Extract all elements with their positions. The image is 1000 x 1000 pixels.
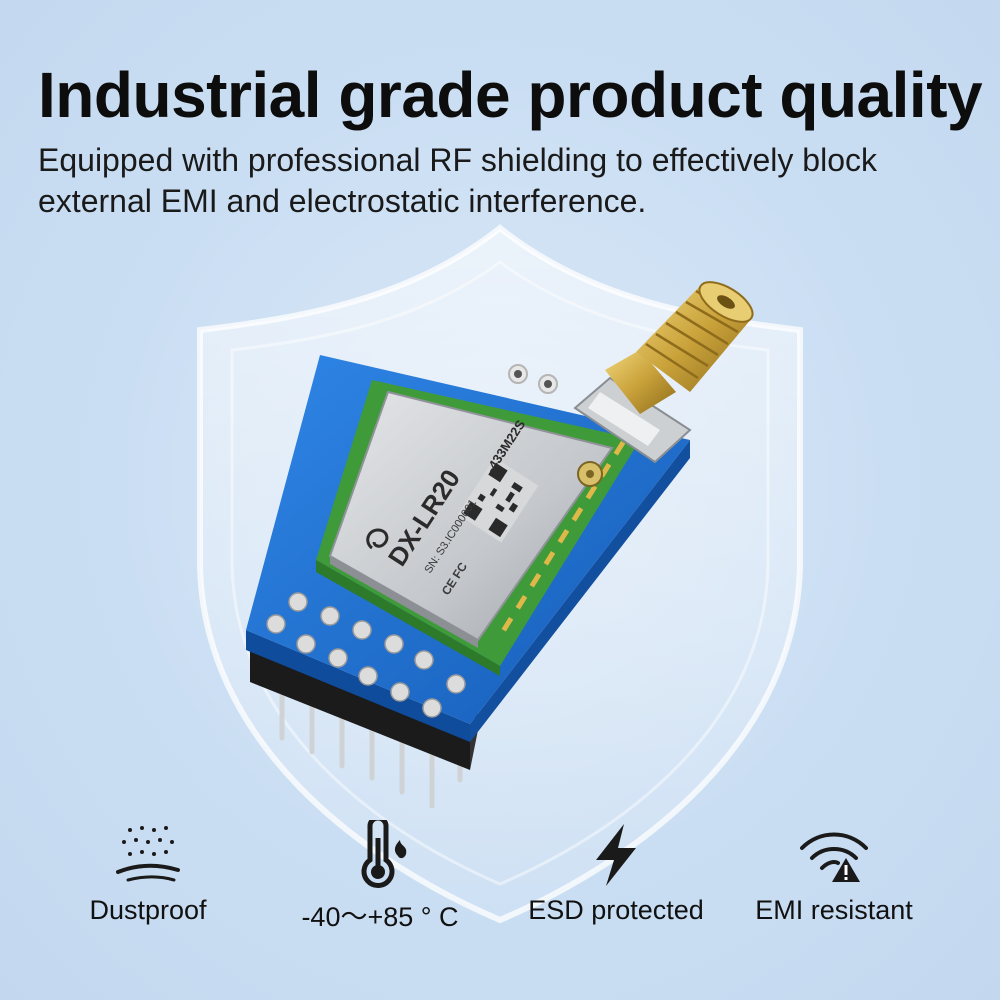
feature-label-emi: EMI resistant — [755, 895, 913, 925]
feature-dustproof: Dustproof — [38, 820, 258, 940]
feature-label-temperature: -40～+85 ° C — [301, 902, 459, 932]
headline: Industrial grade product quality — [38, 59, 983, 131]
module-logo-icon — [366, 528, 389, 550]
feature-label-esd: ESD protected — [528, 895, 704, 925]
lora-module: DX-LR20 -433M22S SN: S3.IC000001 CE FC — [246, 281, 754, 809]
header-pins — [279, 685, 463, 809]
dust-icon — [116, 826, 180, 882]
feature-temperature: -40～+85 ° C — [270, 820, 490, 940]
feature-esd: ESD protected — [506, 820, 726, 940]
pin-pads — [266, 592, 466, 718]
feature-emi: EMI resistant — [724, 820, 944, 940]
feature-label-dustproof: Dustproof — [89, 895, 207, 925]
sma-antenna-connector — [636, 281, 754, 392]
subtext: Equipped with professional RF shielding … — [38, 142, 877, 219]
lightning-bolt-icon — [596, 824, 636, 886]
wifi-warning-icon — [800, 832, 868, 882]
thermometer-flame-icon — [361, 820, 407, 888]
